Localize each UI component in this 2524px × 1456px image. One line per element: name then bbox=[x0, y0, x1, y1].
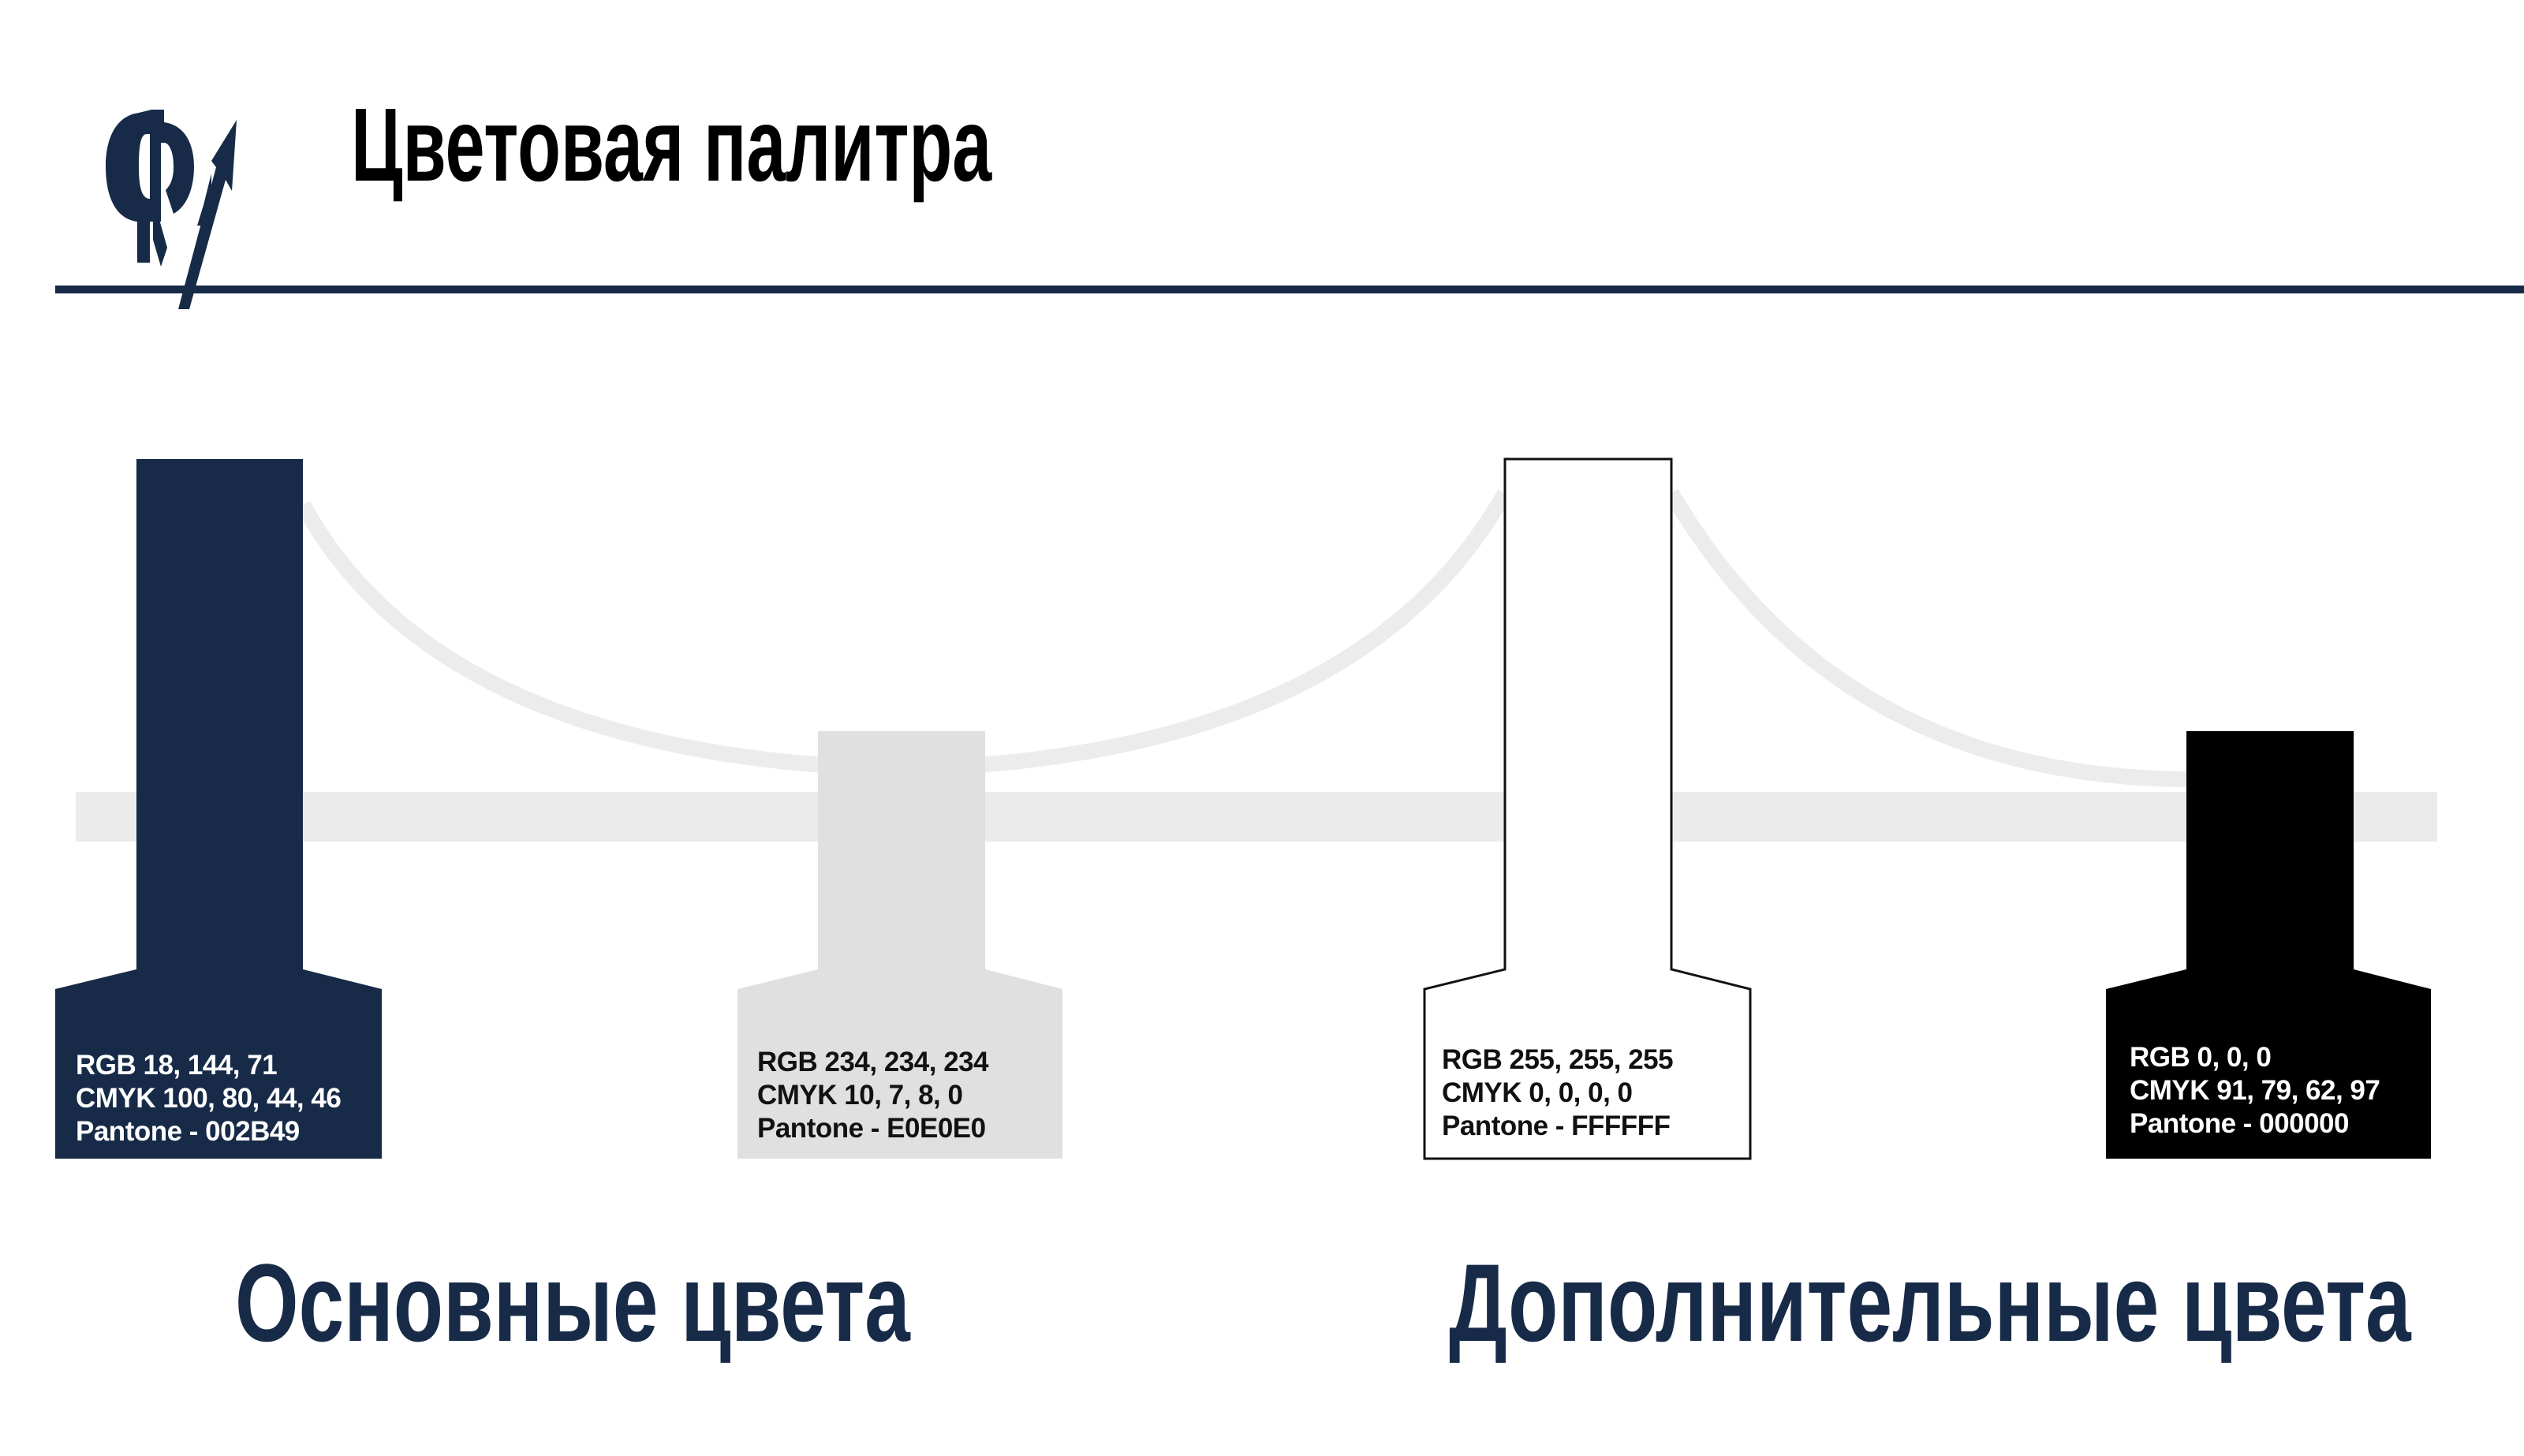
swatch-pillar-navy bbox=[55, 459, 382, 1159]
swatch-pillar-gray bbox=[737, 731, 1062, 1159]
pantone-value: Pantone - E0E0E0 bbox=[757, 1113, 986, 1144]
swatch-pillar-white bbox=[1423, 457, 1752, 1160]
swatch-info-black: RGB 0, 0, 0 CMYK 91, 79, 62, 97 Pantone … bbox=[2130, 1041, 2380, 1141]
bridge-deck bbox=[76, 792, 2437, 842]
rgb-value: RGB 255, 255, 255 bbox=[1442, 1044, 1674, 1075]
pantone-value: Pantone - FFFFFF bbox=[1442, 1111, 1671, 1141]
swatch-pillar-black bbox=[2106, 731, 2431, 1159]
cmyk-value: CMYK 10, 7, 8, 0 bbox=[757, 1080, 963, 1111]
rgb-value: RGB 234, 234, 234 bbox=[757, 1047, 989, 1077]
bridge-cable bbox=[296, 489, 1512, 778]
cmyk-value: CMYK 100, 80, 44, 46 bbox=[76, 1083, 342, 1114]
swatch-info-gray: RGB 234, 234, 234 CMYK 10, 7, 8, 0 Panto… bbox=[757, 1046, 989, 1145]
pantone-value: Pantone - 002B49 bbox=[76, 1116, 300, 1147]
header-divider bbox=[55, 286, 2524, 293]
cmyk-value: CMYK 91, 79, 62, 97 bbox=[2130, 1075, 2380, 1106]
bridge-cable bbox=[1664, 488, 2187, 787]
swatch-info-navy: RGB 18, 144, 71 CMYK 100, 80, 44, 46 Pan… bbox=[76, 1049, 342, 1148]
rgb-value: RGB 0, 0, 0 bbox=[2130, 1042, 2272, 1073]
cmyk-value: CMYK 0, 0, 0, 0 bbox=[1442, 1077, 1633, 1108]
swatch-info-white: RGB 255, 255, 255 CMYK 0, 0, 0, 0 Panton… bbox=[1442, 1043, 1674, 1143]
rgb-value: RGB 18, 144, 71 bbox=[76, 1050, 278, 1081]
pantone-value: Pantone - 000000 bbox=[2130, 1108, 2349, 1139]
fm-logo-arrow-icon bbox=[106, 110, 237, 309]
page-title: Цветовая палитра bbox=[351, 87, 992, 203]
secondary-colors-label: Дополнительные цвета bbox=[1449, 1241, 2411, 1365]
primary-colors-label: Основные цвета bbox=[235, 1241, 910, 1365]
